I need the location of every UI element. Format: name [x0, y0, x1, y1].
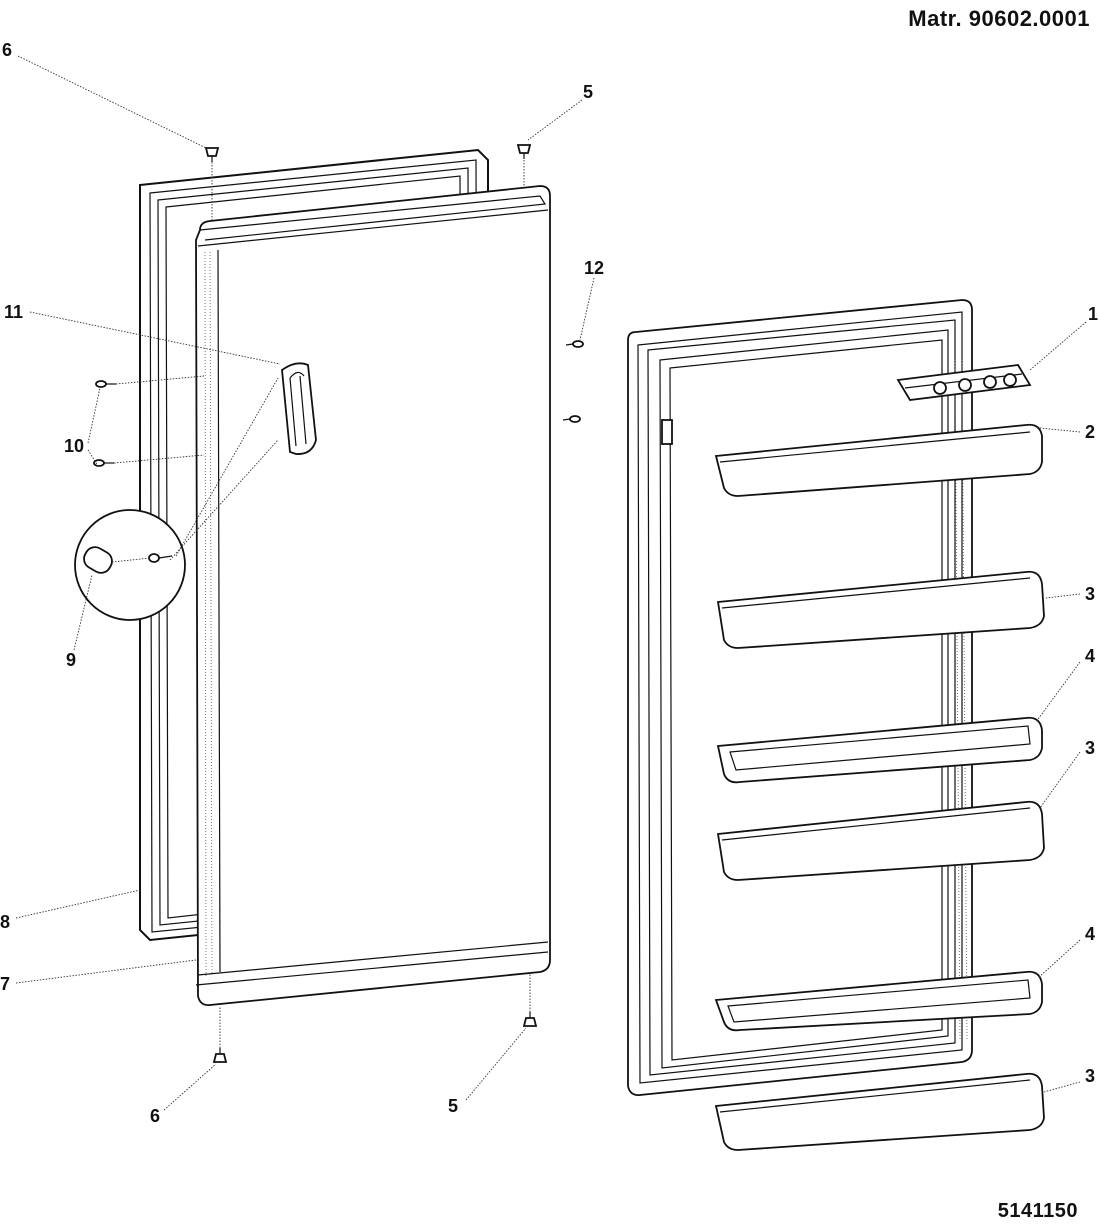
door-handle [281, 362, 317, 455]
callout-5-top: 5 [583, 82, 593, 102]
egg-tray [896, 364, 1032, 401]
callout-6-top: 6 [2, 40, 12, 60]
callout-3-a: 3 [1085, 584, 1095, 604]
leader-lines [15, 55, 1087, 1111]
door-bins [714, 423, 1045, 1151]
callout-7: 7 [0, 974, 10, 994]
bin-4b [714, 970, 1043, 1032]
bin-3b [716, 800, 1045, 881]
bin-2 [714, 423, 1043, 497]
bin-3c [714, 1072, 1045, 1151]
callout-12: 12 [584, 258, 604, 278]
hinge-pins [204, 144, 538, 1063]
detail-magnifier [74, 377, 279, 621]
bin-3a [716, 570, 1045, 649]
callout-4-b: 4 [1085, 924, 1095, 944]
small-screws [93, 340, 584, 467]
callout-3-b: 3 [1085, 738, 1095, 758]
callout-11: 11 [4, 302, 23, 322]
callout-8: 8 [0, 912, 10, 932]
callout-9: 9 [66, 650, 76, 670]
model-reference: Matr. 90602.0001 [908, 6, 1090, 31]
callout-10: 10 [64, 436, 84, 456]
outer-door-panel [195, 185, 551, 1006]
callout-labels: 6 5 12 11 10 9 8 7 6 5 1 2 3 4 3 4 3 [0, 40, 1098, 1126]
callout-6-bottom: 6 [150, 1106, 160, 1126]
inner-door-liner [627, 299, 973, 1096]
bin-4a [716, 716, 1043, 784]
callout-4-a: 4 [1085, 646, 1095, 666]
drawing-number: 5141150 [997, 1200, 1078, 1222]
callout-5-bottom: 5 [448, 1096, 458, 1116]
callout-3-c: 3 [1085, 1066, 1095, 1086]
callout-1: 1 [1088, 304, 1098, 324]
callout-2: 2 [1085, 422, 1095, 442]
